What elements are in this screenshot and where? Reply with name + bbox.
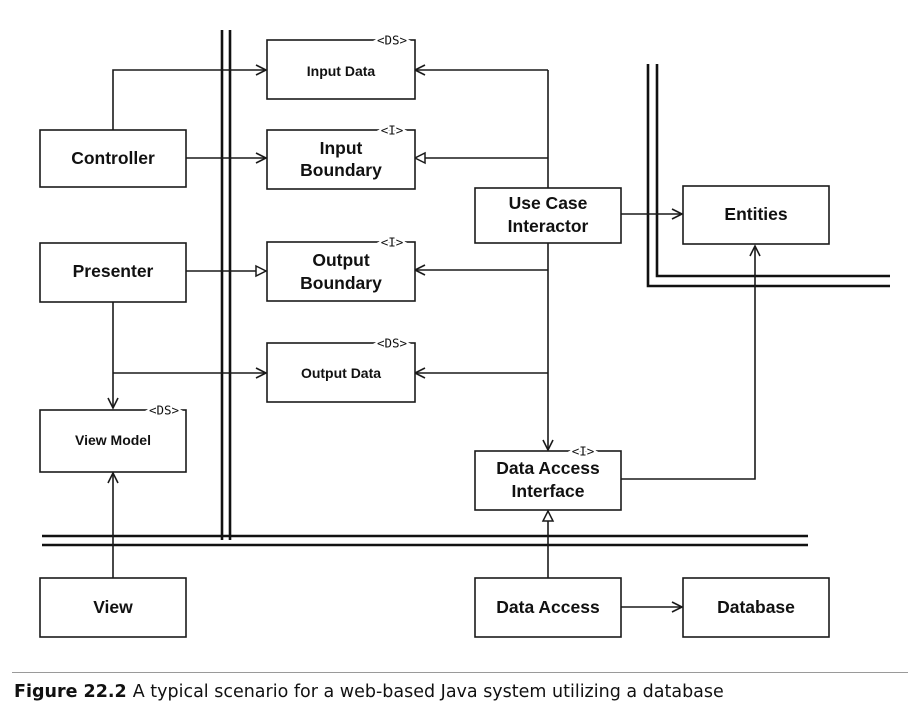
figure-caption-text: A typical scenario for a web-based Java … [132,682,724,702]
connector-data-access-interface-to-entities [621,244,761,480]
node-label: Presenter [73,261,154,281]
connectors [107,64,761,613]
node-view-model: <DS> View Model [39,401,187,473]
node-label-line1: Data Access [496,458,600,478]
node-output-boundary: <I> Output Boundary [266,233,416,302]
node-label: View [93,597,133,617]
node-label-line2: Interface [512,481,585,501]
stereotype-label: <I> [381,123,404,138]
node-presenter: Presenter [39,242,187,303]
node-use-case-interactor: Use Case Interactor [474,187,622,244]
node-input-data: <DS> Input Data [266,31,416,100]
boundary-corner-inner [655,64,890,278]
node-entities: Entities [682,185,830,245]
node-label: Database [717,597,795,617]
node-label-line2: Boundary [300,160,382,180]
node-controller: Controller [39,129,187,188]
boundary-corner-outer [646,64,890,288]
node-data-access-interface: <I> Data Access Interface [474,442,622,511]
node-label: Output Data [301,365,381,381]
node-label-line2: Boundary [300,273,382,293]
architecture-diagram: <DS> Input Data <I> Input Boundary <I> O… [39,30,890,638]
node-view: View [39,577,187,638]
stereotype-label: <I> [572,444,595,459]
figure-number: Figure 22.2 [14,682,127,702]
node-label: Entities [724,204,787,224]
stereotype-label: <DS> [377,336,407,351]
node-label-line2: Interactor [508,216,589,236]
node-label: Controller [71,148,155,168]
node-label-line1: Output [312,250,370,270]
node-output-data: <DS> Output Data [266,334,416,403]
node-label-line1: Input [320,138,363,158]
stereotype-label: <DS> [149,403,179,418]
node-data-access: Data Access [474,577,622,638]
node-label-line1: Use Case [509,193,588,213]
node-input-boundary: <I> Input Boundary [266,121,416,190]
node-database: Database [682,577,830,638]
node-label: Input Data [307,63,376,79]
node-label: View Model [75,432,151,448]
stereotype-label: <DS> [377,33,407,48]
boundary-walls [42,30,890,547]
stereotype-label: <I> [381,235,404,250]
node-label: Data Access [496,597,600,617]
caption-divider [12,672,908,673]
connector-controller-to-input-data [112,64,268,130]
